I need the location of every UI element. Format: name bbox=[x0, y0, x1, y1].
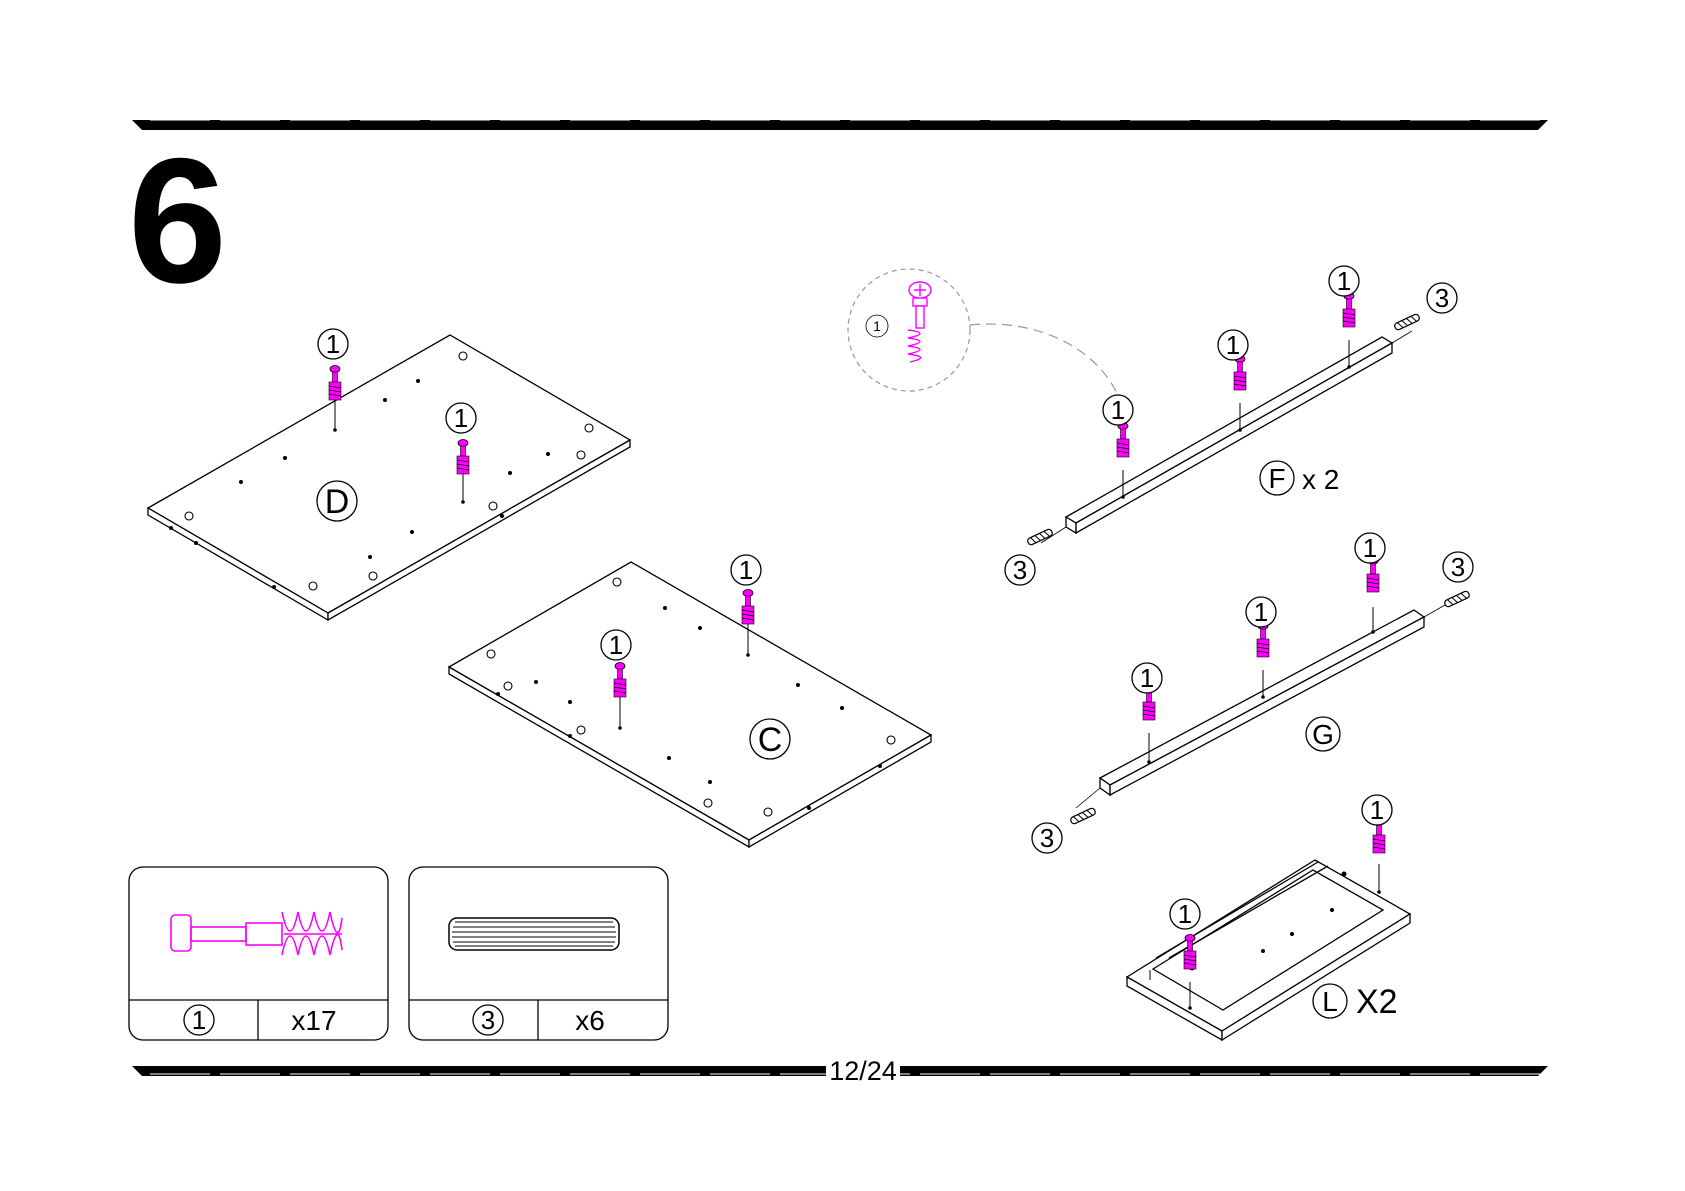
dowel-icon bbox=[1027, 528, 1054, 545]
cam-bolt-icon bbox=[1234, 356, 1246, 391]
cam-bolt-icon bbox=[1117, 423, 1129, 458]
frame-l-label: L bbox=[1322, 986, 1338, 1017]
hardware-quantity: x6 bbox=[575, 1005, 605, 1036]
rail-g-label: G bbox=[1312, 719, 1334, 750]
dowel-callout: 3 bbox=[1451, 552, 1465, 582]
panel-c-label: C bbox=[758, 721, 783, 759]
cam-bolt-callout: 1 bbox=[1226, 330, 1240, 360]
panel-c bbox=[449, 562, 931, 847]
hardware-quantity: x17 bbox=[291, 1005, 336, 1036]
detail-callout: 1 bbox=[873, 318, 881, 334]
cam-bolt-callout: 1 bbox=[1370, 795, 1384, 825]
panel-d-label: D bbox=[325, 483, 350, 521]
hardware-part-number: 1 bbox=[192, 1005, 206, 1035]
cam-bolt-icon bbox=[1257, 623, 1269, 658]
cam-bolt-icon bbox=[329, 366, 341, 401]
dowel-callout: 3 bbox=[1040, 823, 1054, 853]
page-number: 12/24 bbox=[826, 1057, 900, 1085]
rail-f-quantity: x 2 bbox=[1302, 464, 1339, 495]
rail-f-label: F bbox=[1268, 463, 1285, 494]
cam-bolt-callout: 1 bbox=[326, 329, 340, 359]
hardware-part-number: 3 bbox=[481, 1005, 495, 1035]
cam-bolt-callout: 1 bbox=[1111, 395, 1125, 425]
cam-bolt-icon bbox=[1343, 293, 1355, 328]
hardware-box-1 bbox=[129, 867, 388, 1040]
dowel-callout: 3 bbox=[1013, 555, 1027, 585]
dowel-icon bbox=[1444, 590, 1471, 607]
cam-bolt-icon bbox=[614, 663, 626, 698]
cam-bolt-icon bbox=[742, 590, 754, 625]
cam-bolt-callout: 1 bbox=[739, 555, 753, 585]
panel-d bbox=[148, 335, 630, 620]
top-rule bbox=[132, 120, 1548, 130]
cam-bolt-callout: 1 bbox=[1363, 533, 1377, 563]
cam-bolt-callout: 1 bbox=[609, 630, 623, 660]
cam-bolt-callout: 1 bbox=[454, 403, 468, 433]
cam-bolt-callout: 1 bbox=[1140, 663, 1154, 693]
hardware-box-2 bbox=[409, 867, 668, 1040]
rail-f bbox=[1041, 331, 1412, 543]
cam-bolt-detail bbox=[848, 269, 1120, 400]
cam-bolt-icon bbox=[457, 440, 469, 475]
cam-bolt-callout: 1 bbox=[1178, 899, 1192, 929]
cam-bolt-callout: 1 bbox=[1337, 266, 1351, 296]
cam-bolt-callout: 1 bbox=[1254, 597, 1268, 627]
dowel-icon bbox=[1070, 807, 1097, 824]
cam-bolt-icon bbox=[1184, 935, 1196, 970]
dowel-icon bbox=[1394, 313, 1421, 330]
dowel-callout: 3 bbox=[1435, 283, 1449, 313]
frame-l-quantity: X2 bbox=[1356, 983, 1398, 1021]
